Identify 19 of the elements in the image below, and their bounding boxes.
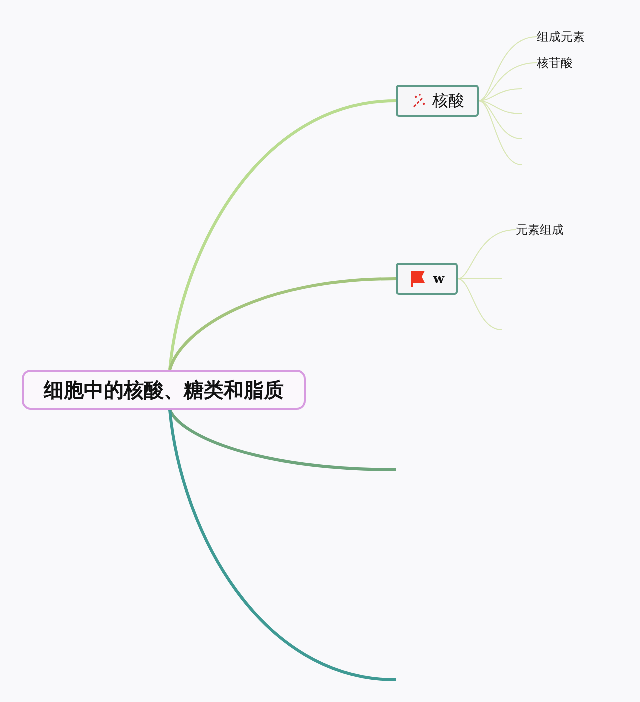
branch-line: [478, 88, 522, 102]
subtopic-label: 核苷酸: [537, 55, 573, 71]
topic-box: [396, 263, 458, 295]
subtopic-label: 元素组成: [516, 222, 564, 238]
branch-line: [168, 278, 396, 371]
branch-line: [458, 278, 502, 280]
branch-line: [458, 230, 516, 280]
branch-line: [478, 100, 522, 166]
branch-line: [478, 100, 522, 140]
branch-line: [168, 409, 396, 472]
topic-label: w: [433, 272, 445, 286]
topic-box: [396, 85, 479, 117]
branch-line: [168, 410, 396, 682]
branch-line: [168, 100, 396, 370]
central-topic: 细胞中的核酸、糖类和脂质: [22, 370, 306, 410]
subtopic-label: 组成元素: [537, 29, 585, 45]
branch-line: [478, 36, 538, 102]
topic-label: 核酸: [432, 90, 464, 112]
branch-line: [458, 278, 502, 330]
